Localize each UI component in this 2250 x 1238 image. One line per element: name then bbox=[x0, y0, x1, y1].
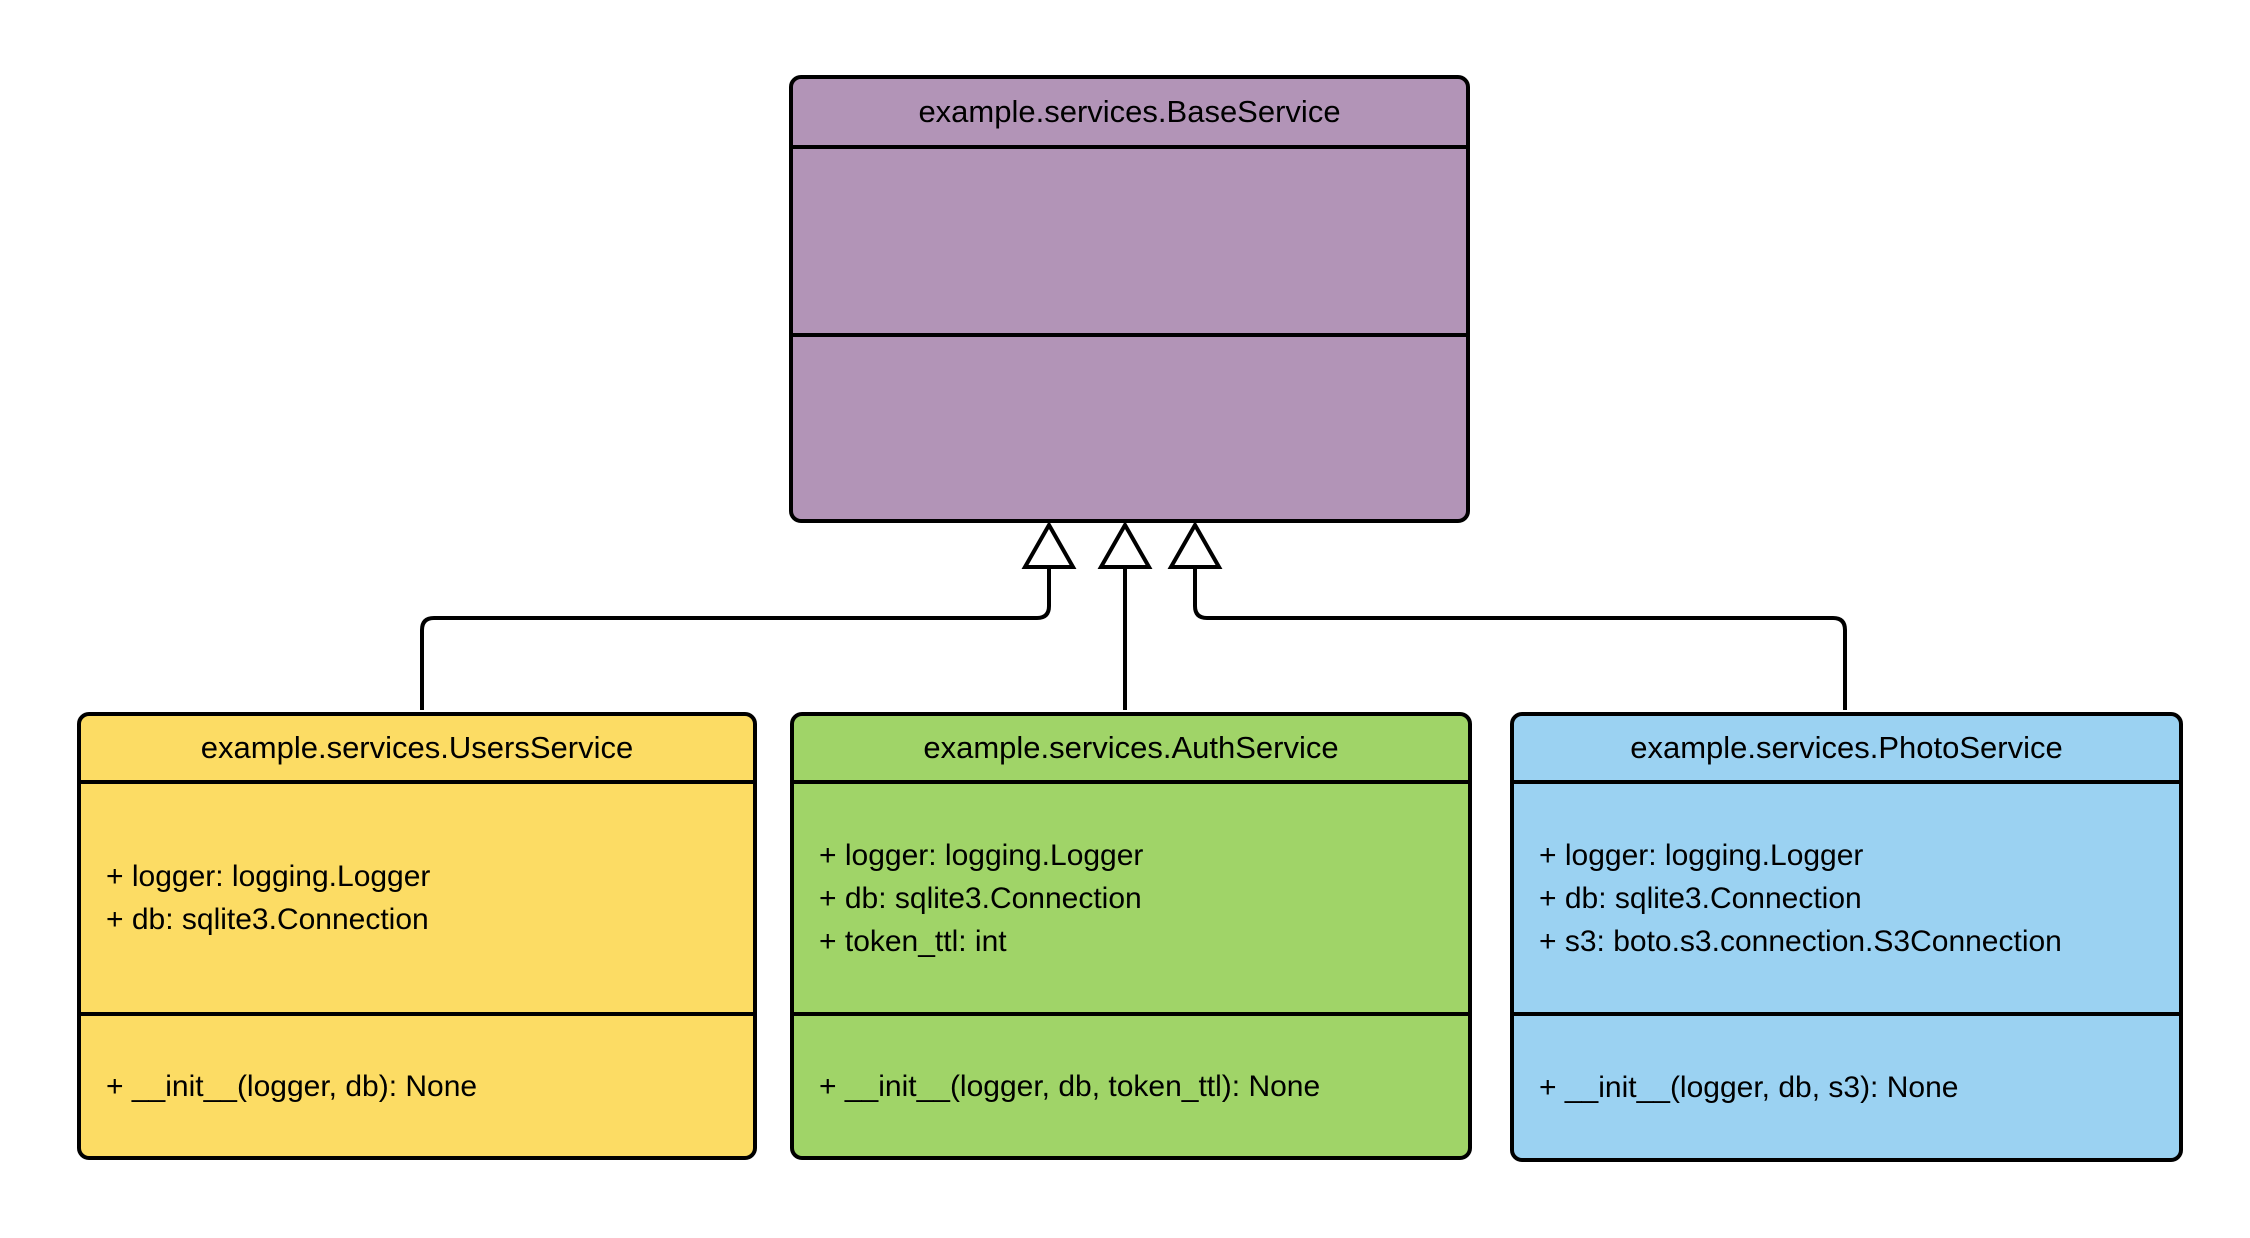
class-attributes-section bbox=[793, 145, 1466, 333]
attribute-line: + logger: logging.Logger bbox=[106, 860, 431, 893]
class-methods-section: + __init__(logger, db, s3): None bbox=[1514, 1012, 2179, 1158]
attribute-line: + db: sqlite3.Connection bbox=[819, 881, 1142, 915]
class-title: example.services.BaseService bbox=[918, 94, 1341, 129]
attribute-line: + db: sqlite3.Connection bbox=[106, 903, 429, 936]
inheritance-arrowhead-icon bbox=[1021, 520, 1077, 569]
class-methods-section bbox=[793, 333, 1466, 519]
attribute-line: + logger: logging.Logger bbox=[1539, 838, 1864, 872]
class-methods-section: + __init__(logger, db): None bbox=[81, 1012, 753, 1156]
class-attributes-section: + logger: logging.Logger + db: sqlite3.C… bbox=[794, 780, 1468, 1012]
class-box-photoservice: example.services.PhotoService + logger: … bbox=[1510, 712, 2183, 1162]
attribute-line: + db: sqlite3.Connection bbox=[1539, 881, 1862, 915]
attribute-line: + s3: boto.s3.connection.S3Connection bbox=[1539, 924, 2062, 958]
class-title: example.services.UsersService bbox=[200, 730, 634, 765]
class-title: example.services.AuthService bbox=[923, 730, 1339, 765]
class-attributes-section: + logger: logging.Logger + db: sqlite3.C… bbox=[1514, 780, 2179, 1012]
class-methods-section: + __init__(logger, db, token_ttl): None bbox=[794, 1012, 1468, 1156]
class-box-baseservice: example.services.BaseService bbox=[789, 75, 1470, 523]
inheritance-arrowhead-icon bbox=[1167, 520, 1223, 569]
inheritance-edge-photoservice bbox=[1193, 567, 1847, 710]
attribute-line: + logger: logging.Logger bbox=[819, 838, 1144, 872]
class-title: example.services.PhotoService bbox=[1630, 730, 2063, 765]
inheritance-arrowhead-icon bbox=[1097, 520, 1153, 569]
class-box-authservice: example.services.AuthService + logger: l… bbox=[790, 712, 1472, 1160]
method-line: + __init__(logger, db): None bbox=[106, 1069, 478, 1103]
method-line: + __init__(logger, db, s3): None bbox=[1539, 1070, 1959, 1104]
inheritance-edge-usersservice bbox=[420, 567, 1051, 710]
method-line: + __init__(logger, db, token_ttl): None bbox=[819, 1069, 1321, 1103]
attribute-line: + token_ttl: int bbox=[819, 924, 1007, 958]
class-attributes-section: + logger: logging.Logger + db: sqlite3.C… bbox=[81, 780, 753, 1012]
class-box-usersservice: example.services.UsersService + logger: … bbox=[77, 712, 757, 1160]
